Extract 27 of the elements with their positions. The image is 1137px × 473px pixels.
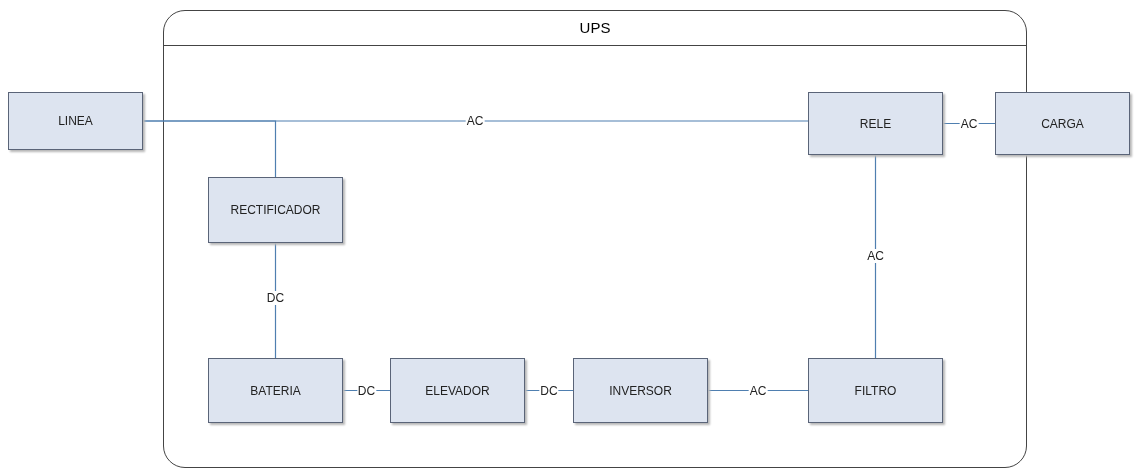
block-box <box>808 358 943 423</box>
connector-line <box>274 242 277 359</box>
block-box <box>808 92 943 155</box>
block-label: FILTRO <box>854 383 897 398</box>
block-label: LINEA <box>58 114 93 128</box>
block-box <box>390 358 525 423</box>
container-title: UPS <box>579 19 611 36</box>
connector-line <box>707 389 809 392</box>
block-label: INVERSOR <box>609 383 672 398</box>
block-label: RELE <box>859 116 892 131</box>
block-label: BATERIA <box>250 383 301 398</box>
connector-line <box>874 154 877 359</box>
edge-label: AC <box>866 249 885 263</box>
connector-line <box>524 389 574 392</box>
edge-label: AC <box>465 114 485 128</box>
block-box <box>8 92 143 150</box>
block-box <box>995 92 1130 155</box>
block-box <box>208 358 343 423</box>
block-label: RECTIFICADOR <box>230 203 321 217</box>
block-box <box>208 177 343 243</box>
connector-line <box>342 389 391 392</box>
edge-label: DC <box>265 291 286 305</box>
connector-line <box>142 120 277 178</box>
ups-container <box>163 10 1027 468</box>
block-box <box>573 358 708 423</box>
block-label: ELEVADOR <box>425 383 490 398</box>
block-label: CARGA <box>1041 116 1084 131</box>
